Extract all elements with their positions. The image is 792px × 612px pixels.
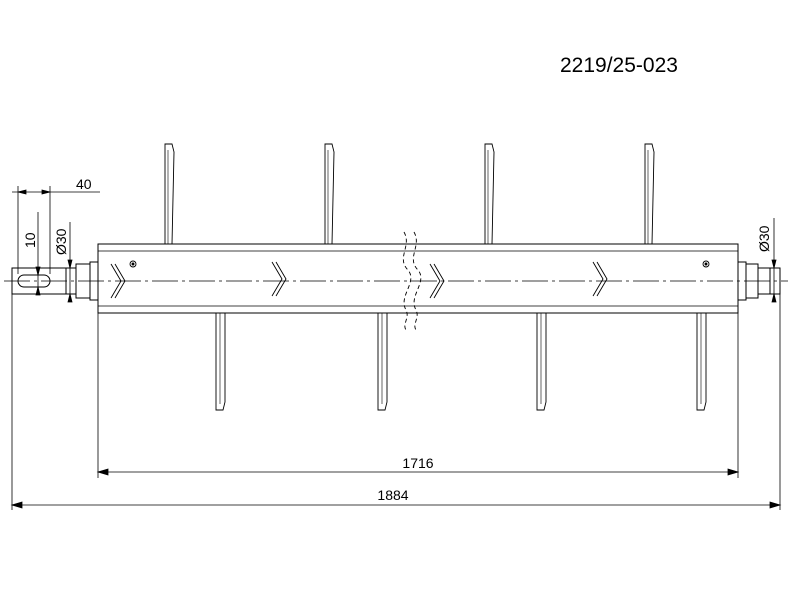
right-shaft (737, 261, 781, 301)
right-diameter-label: Ø30 (756, 225, 772, 252)
tube (97, 243, 739, 314)
dimension-tube-length (96, 300, 740, 478)
dimension-overall-length (10, 294, 782, 510)
key-width-label: 10 (22, 232, 38, 248)
dimension-right-diameter (771, 218, 777, 303)
key-length-label: 40 (76, 176, 92, 192)
bottom-tines (215, 312, 707, 411)
left-diameter-label: Ø30 (53, 228, 69, 255)
part-number: 2219/25-023 (560, 54, 678, 77)
chevron-tines (110, 261, 608, 299)
overall-length-label: 1884 (377, 487, 408, 503)
dimension-key-length (12, 186, 100, 274)
bolts (129, 260, 710, 268)
tube-length-label: 1716 (402, 455, 433, 471)
dimension-key-width (35, 212, 41, 296)
break-lines (402, 231, 422, 331)
dimension-left-diameter (67, 222, 73, 303)
top-tines (164, 143, 655, 245)
